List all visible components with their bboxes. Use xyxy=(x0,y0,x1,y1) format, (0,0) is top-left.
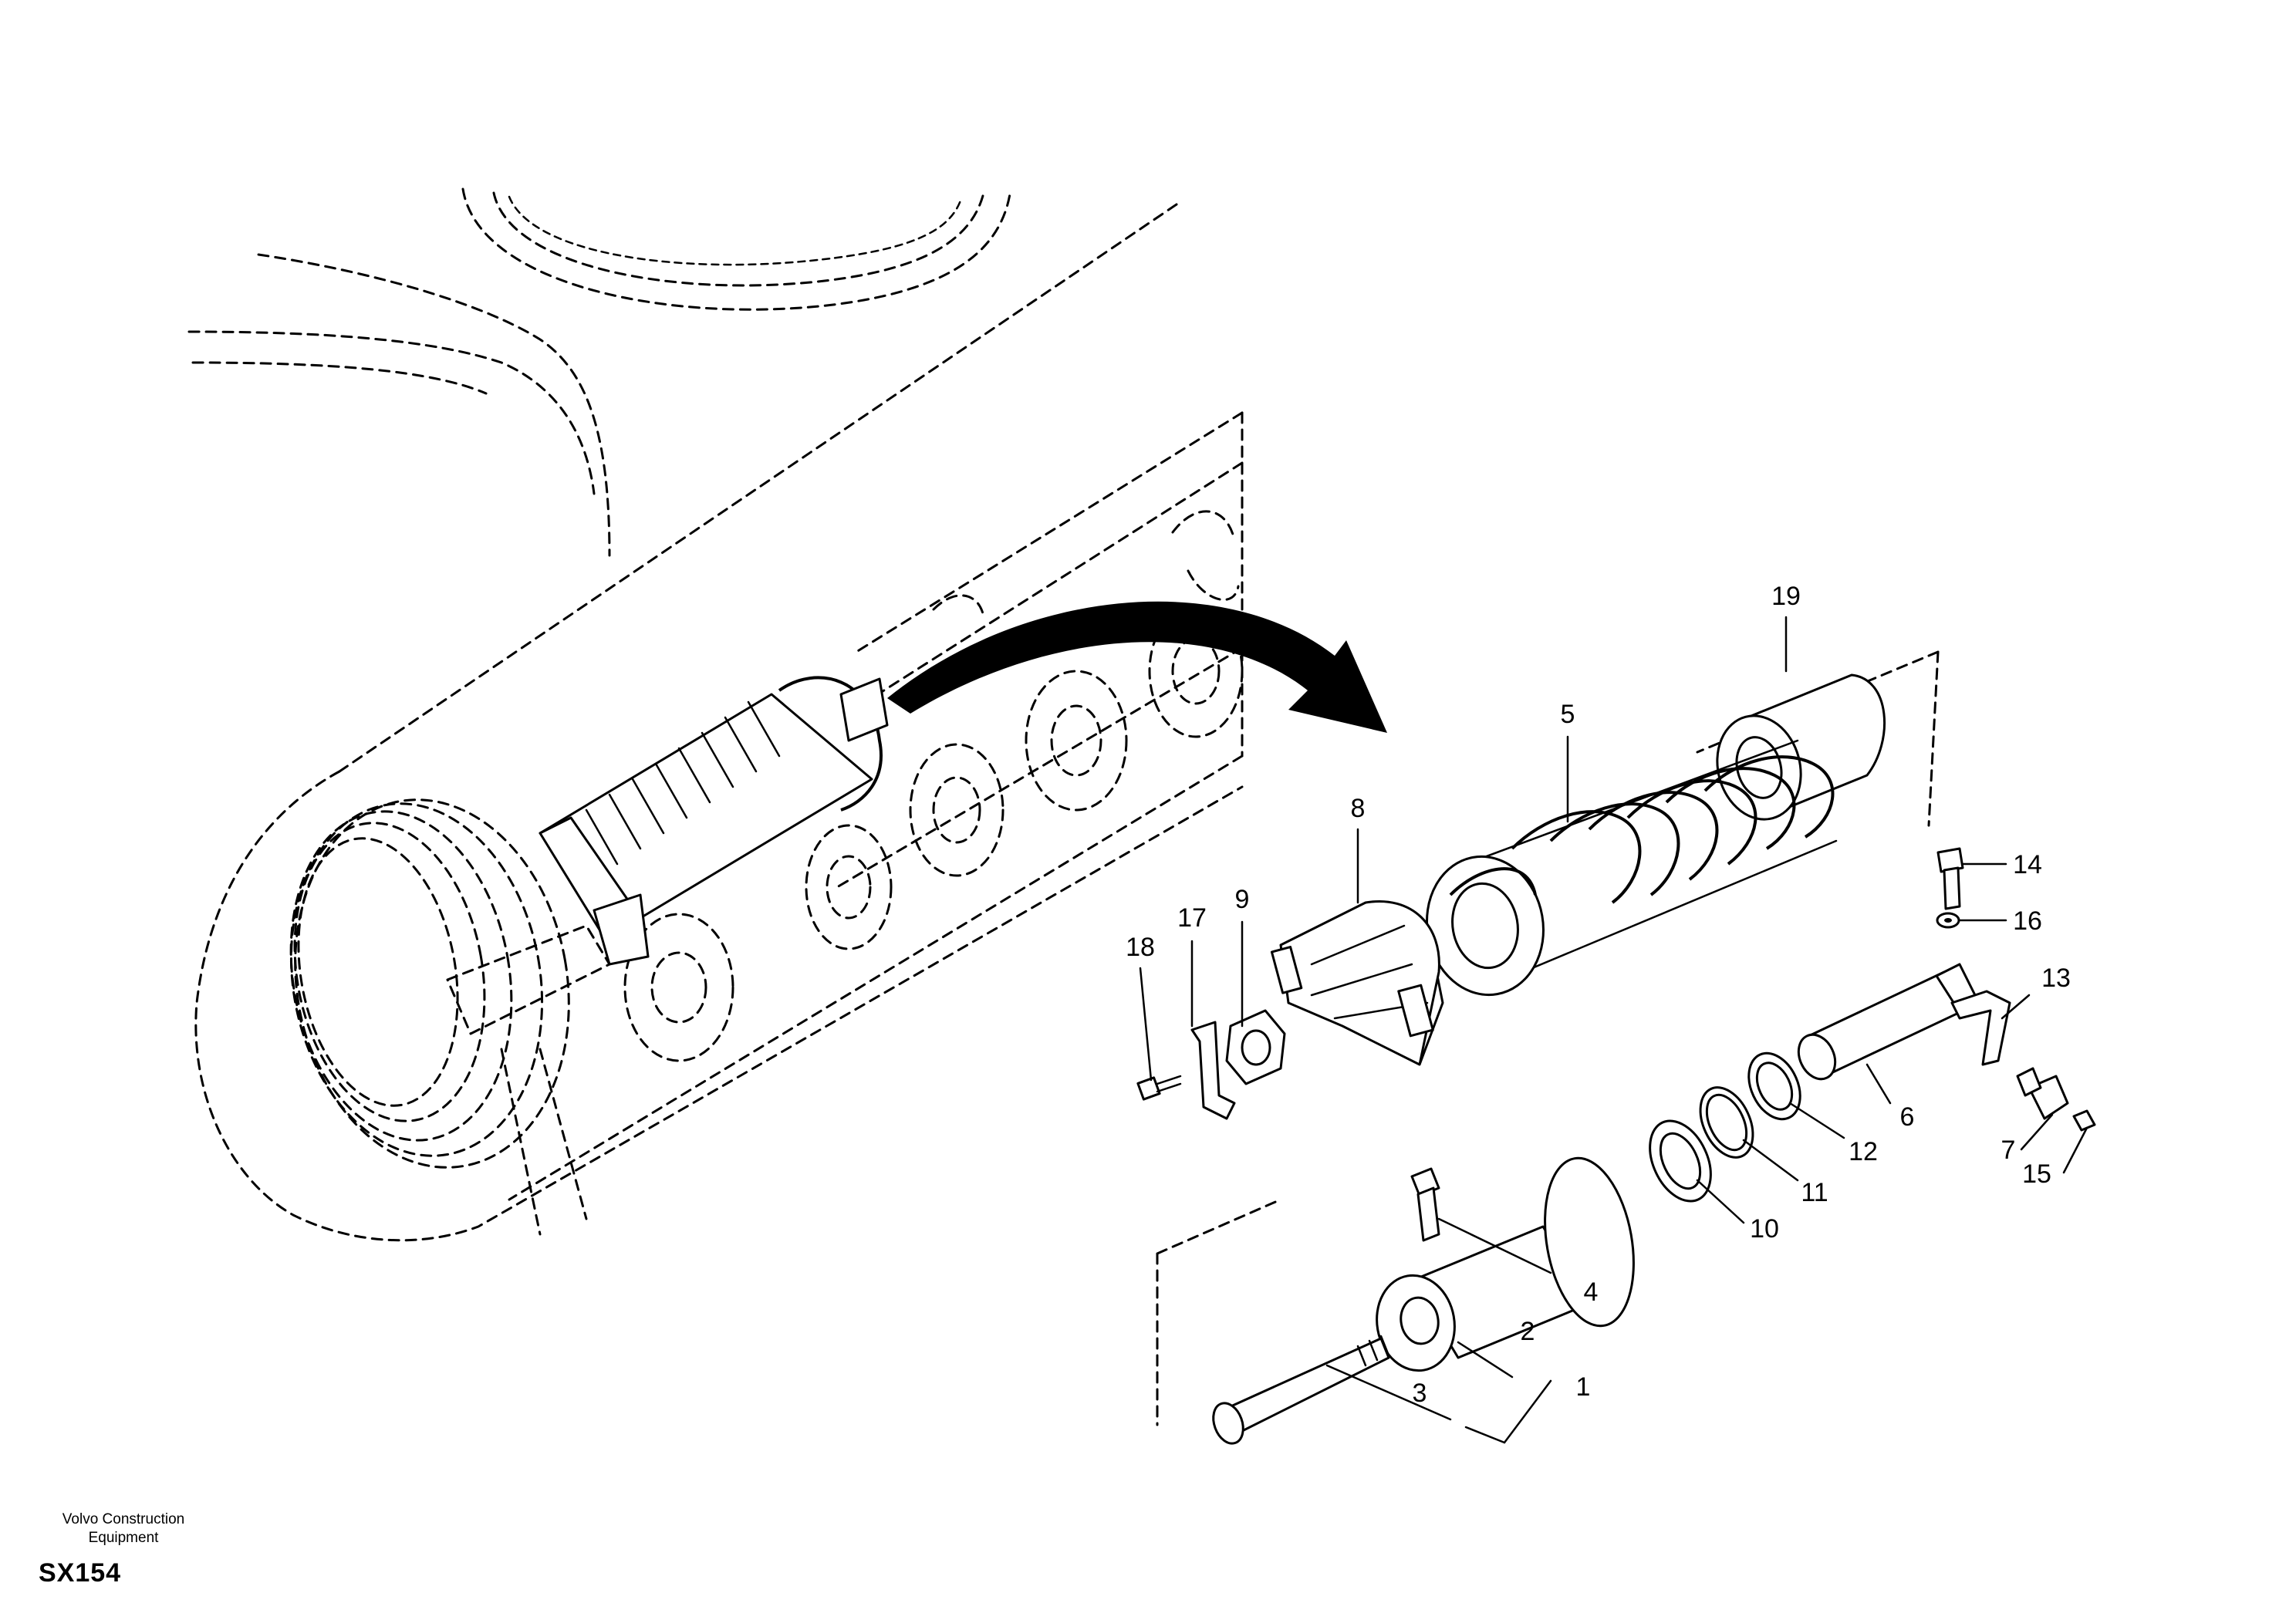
callout-4: 4 xyxy=(1584,1277,1599,1307)
part-18-bolt xyxy=(1136,1075,1182,1101)
part-8-bracket xyxy=(1270,900,1444,1066)
callout-10: 10 xyxy=(1750,1214,1779,1244)
part-17-clip xyxy=(1190,1021,1236,1120)
part-14-bolt xyxy=(1936,847,1964,910)
callout-6: 6 xyxy=(1900,1102,1915,1132)
callout-17: 17 xyxy=(1177,903,1207,933)
part-6-cylinder xyxy=(1797,963,1980,1081)
part-11-ring xyxy=(1699,1086,1754,1159)
callout-14: 14 xyxy=(2013,850,2042,879)
callout-13: 13 xyxy=(2041,964,2071,993)
callout-11: 11 xyxy=(1801,1178,1828,1207)
part-15-cap xyxy=(2072,1109,2096,1132)
installed-recoil-spring xyxy=(539,676,889,966)
callout-8: 8 xyxy=(1351,794,1366,823)
curved-arrow-icon xyxy=(887,601,1387,733)
callout-12: 12 xyxy=(1849,1137,1878,1166)
company-name-line2: Equipment xyxy=(88,1530,159,1546)
part-19-sleeve xyxy=(1716,673,1886,821)
callout-16: 16 xyxy=(2013,906,2042,936)
part-9-nut xyxy=(1225,1009,1286,1085)
leader-lines xyxy=(1139,616,2088,1444)
callout-labels: 19 5 8 9 17 18 14 16 13 6 12 11 10 7 15 … xyxy=(1126,582,2071,1408)
drawing-code: SX154 xyxy=(39,1558,122,1588)
part-7-nipple xyxy=(2016,1067,2069,1120)
part-10-ring xyxy=(1649,1119,1712,1203)
machine-outline xyxy=(187,187,1244,1242)
part-3-rod xyxy=(1212,1335,1390,1445)
callout-1: 1 xyxy=(1576,1372,1591,1402)
part-16-washer xyxy=(1936,912,1960,929)
callout-19: 19 xyxy=(1771,582,1801,611)
callout-3: 3 xyxy=(1413,1379,1427,1408)
callout-18: 18 xyxy=(1126,933,1155,962)
part-13-bracket xyxy=(1950,990,2011,1066)
callout-2: 2 xyxy=(1521,1317,1535,1346)
callout-15: 15 xyxy=(2022,1159,2051,1189)
company-name-line1: Volvo Construction xyxy=(62,1511,185,1527)
callout-5: 5 xyxy=(1561,700,1575,729)
footer-block: Volvo Construction Equipment SX154 xyxy=(31,1510,216,1588)
callout-7: 7 xyxy=(2001,1136,2016,1165)
callout-9: 9 xyxy=(1235,885,1250,914)
part-4-bolt xyxy=(1410,1167,1440,1242)
part-12-ring xyxy=(1747,1051,1801,1121)
part-2-cylinder xyxy=(1376,1156,1635,1372)
exploded-group-boundary xyxy=(1156,650,1940,1426)
